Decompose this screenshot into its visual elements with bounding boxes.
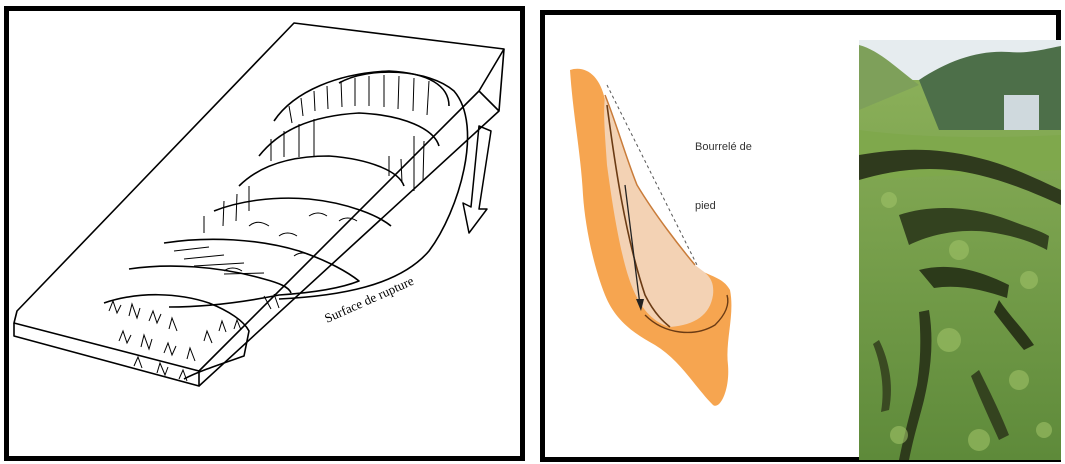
block-diagram-drawing: Surface de rupture [9,11,520,456]
photo-illustration [859,40,1061,460]
toe-bulge-label-line1: Bourrelé de [695,141,752,153]
distant-lake [1004,95,1039,130]
landslide-block-diagram-panel: Surface de rupture [4,6,525,461]
toe-bulge-label-line2: pied [695,200,716,212]
landslide-field-photo [859,40,1061,460]
landslide-profile-photo-panel: Bourrelé de pied [540,10,1061,462]
rupture-surface-label: Surface de rupture [322,273,416,326]
block-top-surface [14,23,504,371]
slope-profile-drawing [545,15,855,457]
